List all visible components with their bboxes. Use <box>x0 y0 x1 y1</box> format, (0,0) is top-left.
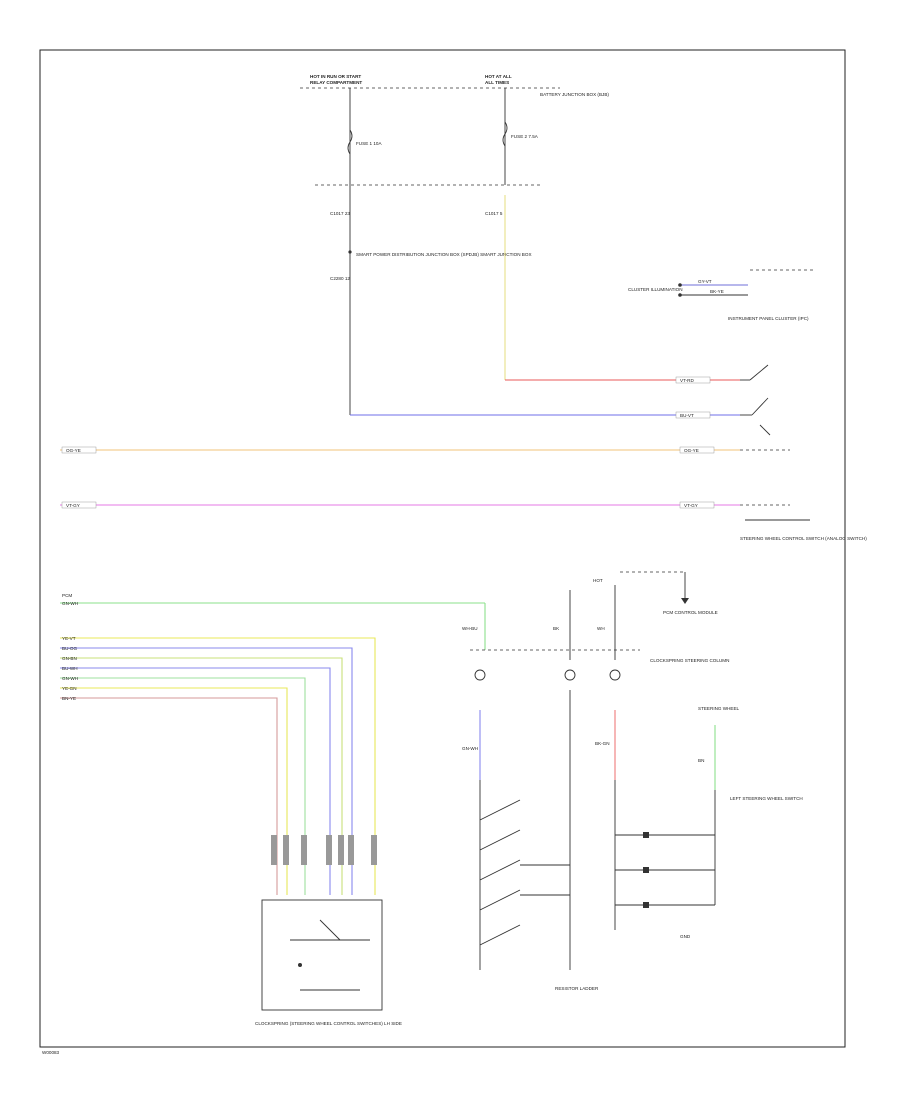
mid-ground: GND <box>680 934 691 939</box>
fuse-right-icon <box>502 121 508 147</box>
fuse-left-label: FUSE 1 10A <box>356 141 382 146</box>
label-green: GN-WH <box>62 601 78 606</box>
label-green3: GN-WH <box>62 676 78 681</box>
cluster-in1: GY-VT <box>698 279 712 284</box>
diagram-code: W00083 <box>42 1050 60 1055</box>
mid-w1: WH-BU <box>462 626 478 631</box>
middle-hot: HOT <box>593 578 603 583</box>
label-blue2: BU-WH <box>62 666 78 671</box>
instrument-cluster: CLUSTER ILLUMINATION GY-VT BK-YE INSTRUM… <box>628 269 815 321</box>
fuse-left-sub: RELAY COMPARTMENT <box>310 80 362 85</box>
fuse-right-label: FUSE 2 7.5A <box>511 134 539 139</box>
mid-w2: BK <box>553 626 560 631</box>
instrument-cluster-label: INSTRUMENT PANEL CLUSTER (IPC) <box>728 316 809 321</box>
mid-w5: BK-GN <box>595 741 610 746</box>
fuse-right-header: HOT AT ALL <box>485 74 512 79</box>
label-yellow2: YE-GN <box>62 686 77 691</box>
right-w: BN <box>698 758 704 763</box>
mid-w3: WH <box>597 626 605 631</box>
fuse-left-icon <box>347 129 353 155</box>
label-blue1: BU-OG <box>62 646 77 651</box>
right-switch: STEERING WHEEL BN LEFT STEERING WHEEL SW… <box>698 706 803 905</box>
module-label: CLOCKSPRING (STEERING WHEEL CONTROL SWIT… <box>255 1021 402 1026</box>
label-pink-a: VT-GY <box>66 503 80 508</box>
mid-w4: GN-WH <box>462 746 478 751</box>
fuse-left-header: HOT IN RUN OR START <box>310 74 361 79</box>
diagram-frame <box>39 49 846 1048</box>
cluster-in2: BK-YE <box>710 289 724 294</box>
harness-header: PCM <box>62 593 72 598</box>
middle-section: HOT PCM CONTROL MODULE CLOCKSPRING STEER… <box>462 571 729 991</box>
right-head: STEERING WHEEL <box>698 706 740 711</box>
clockspring-label: CLOCKSPRING STEERING COLUMN <box>650 658 729 663</box>
splice-right-pin: C1017 5 <box>485 211 503 216</box>
smart-junction-note: SMART POWER DISTRIBUTION JUNCTION BOX (S… <box>356 252 532 257</box>
switch-label: STEERING WHEEL CONTROL SWITCH (ANALOG SW… <box>740 536 867 541</box>
harness-left: PCM GN-WH YE-VT BU-OG GN-BN BU-WH GN-WH … <box>60 593 486 1026</box>
battery-note: BATTERY JUNCTION BOX (BJB) <box>540 92 609 97</box>
label-green2: GN-BN <box>62 656 77 661</box>
splice-left-pin2: C2280 12 <box>330 276 350 281</box>
cluster-illum-note: CLUSTER ILLUMINATION <box>628 287 683 292</box>
label-red-a: VT-RD <box>680 378 694 383</box>
fuse-section: HOT IN RUN OR START RELAY COMPARTMENT HO… <box>300 74 609 281</box>
label-orange-b: OG-YE <box>684 448 699 453</box>
splice-left-pin: C1017 23 <box>330 211 350 216</box>
label-orange-a: OG-YE <box>66 448 81 453</box>
label-brown: BN-YE <box>62 696 76 701</box>
pcm-box: PCM CONTROL MODULE <box>663 610 718 615</box>
label-pink-b: VT-GY <box>684 503 698 508</box>
right-sub: LEFT STEERING WHEEL SWITCH <box>730 796 803 801</box>
steering-switch <box>740 364 771 436</box>
label-blue-a: BU-VT <box>680 413 694 418</box>
label-yellow: YE-VT <box>62 636 76 641</box>
mid-bottom: RESISTOR LADDER <box>555 986 599 991</box>
fuse-right-sub: ALL TIMES <box>485 80 509 85</box>
